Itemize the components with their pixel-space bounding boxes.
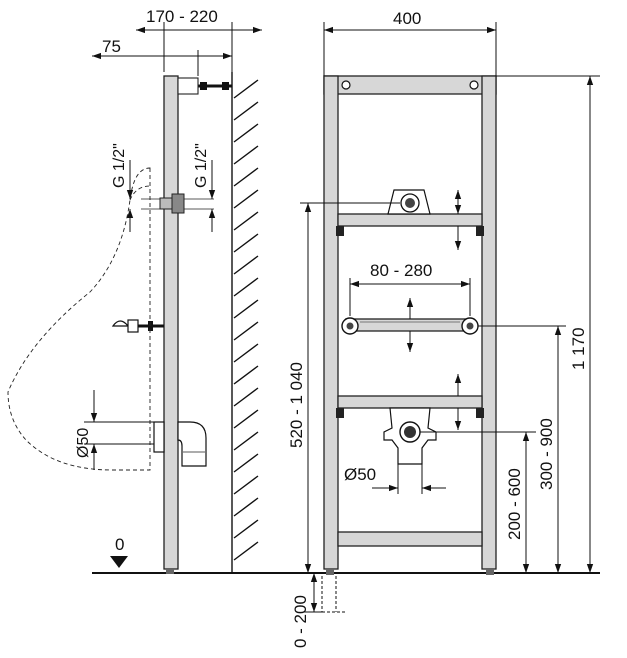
wall-bracket	[198, 82, 232, 90]
thread-size-right: G 1/2"	[193, 143, 210, 188]
pipe-diameter-left: Ø50	[75, 428, 92, 458]
dim-width-range: 170 - 220	[146, 7, 218, 26]
thread-size-left: G 1/2"	[111, 143, 128, 188]
front-supply-crossbar	[336, 189, 484, 236]
dim-leg-adjust: 0 - 200	[291, 595, 310, 648]
hatch-line	[233, 167, 259, 187]
dim-drain-height: 200 - 600	[505, 468, 524, 540]
hatch-line	[233, 211, 259, 231]
floor-zero-label: 0	[115, 535, 124, 554]
hatch-line	[233, 519, 259, 539]
wall-hatching	[231, 72, 259, 573]
dim-drain-diameter: Ø50	[344, 465, 376, 484]
hatch-line	[233, 497, 259, 517]
hatch-line	[233, 321, 259, 341]
hatch-line	[233, 541, 259, 561]
hatch-line	[233, 299, 259, 319]
dim-frame-width: 400	[393, 9, 421, 28]
hatch-line	[233, 387, 259, 407]
front-fixing-rail	[341, 317, 479, 335]
front-frame	[323, 75, 497, 575]
hatch-line	[233, 79, 259, 99]
front-drain-crossbar	[336, 395, 484, 465]
dim-total-height: 1 170	[569, 327, 588, 370]
hatch-line	[233, 431, 259, 451]
hatch-line	[233, 233, 259, 253]
dim-offset: 75	[102, 37, 121, 56]
dim-fixing-height: 300 - 900	[537, 418, 556, 490]
hatch-line	[233, 453, 259, 473]
dim-supply-height: 520 - 1 040	[287, 362, 306, 448]
side-drain-elbow	[153, 421, 207, 467]
urinal-outline-dashed	[7, 167, 151, 471]
hatch-line	[233, 189, 259, 209]
hatch-line	[233, 123, 259, 143]
hatch-line	[233, 365, 259, 385]
hatch-line	[233, 277, 259, 297]
hatch-line	[233, 409, 259, 429]
hatch-line	[233, 343, 259, 363]
side-supply-fitting	[141, 193, 214, 214]
hatch-line	[233, 255, 259, 275]
dim-outlet-spacing: 80 - 280	[370, 261, 432, 280]
urinal-rim-dashed	[129, 185, 151, 201]
hatch-line	[233, 145, 259, 165]
side-fixing-bolt	[111, 319, 164, 333]
floor-zero-marker-icon	[110, 556, 128, 568]
hatch-line	[233, 475, 259, 495]
hatch-line	[233, 101, 259, 121]
